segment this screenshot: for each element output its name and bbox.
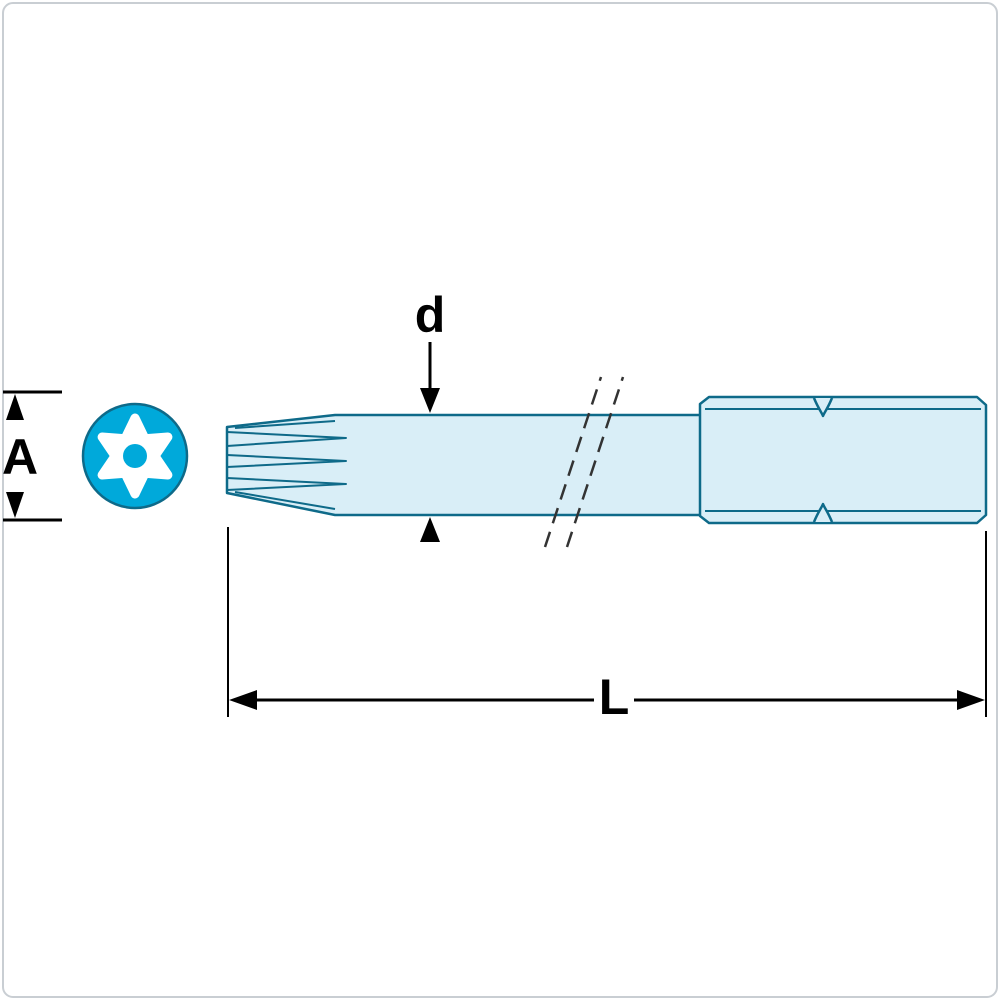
- shank-bottom-groove-notch: [812, 502, 834, 523]
- dim-d-label: d: [415, 287, 446, 343]
- break-line-1: [543, 376, 603, 548]
- dim-a-up-arrowhead: [6, 394, 24, 420]
- tip-bottom-lobe-edge: [234, 491, 336, 510]
- break-lines: [543, 376, 625, 548]
- shank-top-groove-notch: [812, 397, 834, 418]
- tip-flute-groove-3: [226, 477, 347, 491]
- bit-shaft: [225, 413, 704, 517]
- tip-flute-groove-2: [226, 454, 347, 468]
- dim-d-up-arrowhead: [420, 517, 440, 542]
- dim-l-label: L: [599, 669, 630, 725]
- dim-a-down-arrowhead: [6, 492, 24, 518]
- dimension-d: d: [415, 287, 446, 542]
- bit-front-view: [81, 402, 189, 510]
- break-line-2: [565, 376, 625, 548]
- tip-flute-groove-1: [226, 431, 347, 447]
- dim-l-right-arrowhead: [957, 690, 985, 710]
- dim-d-down-arrowhead: [420, 388, 440, 413]
- bit-side-view: [225, 395, 988, 525]
- dimension-L: L: [227, 527, 987, 725]
- dim-l-left-arrowhead: [229, 690, 257, 710]
- dim-l-label-background: [594, 672, 634, 720]
- dim-a-label: A: [2, 429, 38, 485]
- hex-shank: [698, 395, 988, 525]
- dimension-A: A: [2, 390, 62, 522]
- security-center-pin: [123, 444, 147, 468]
- tip-top-lobe-edge: [234, 420, 336, 429]
